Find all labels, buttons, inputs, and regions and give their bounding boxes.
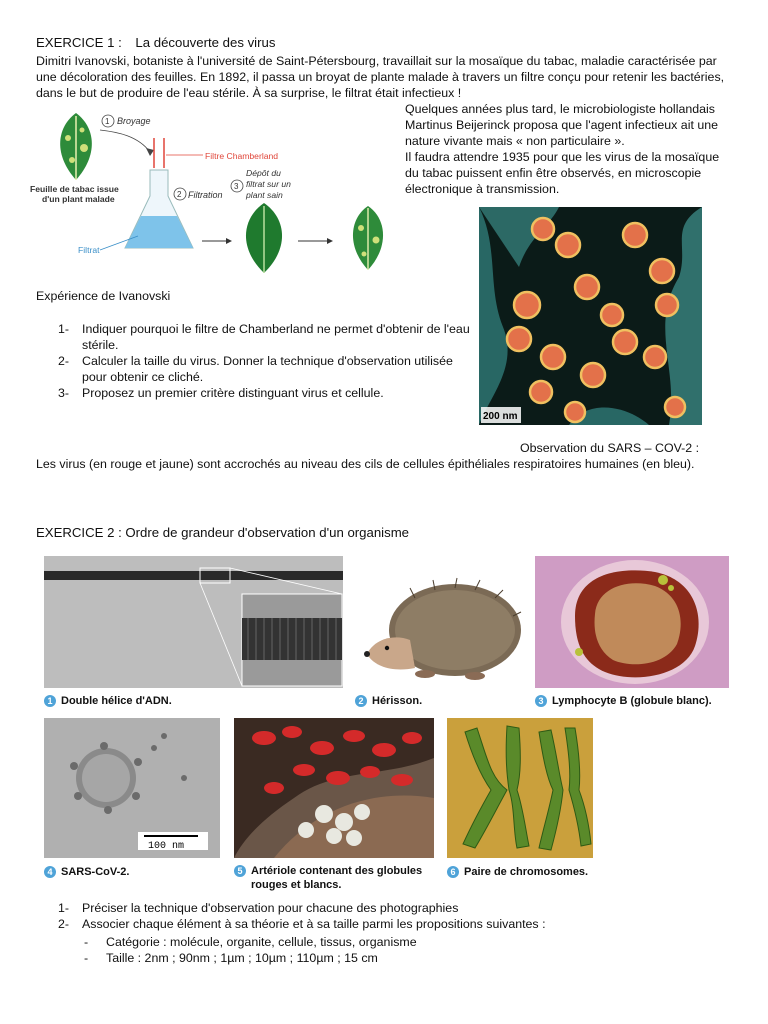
filtre-label: Filtre Chamberland: [205, 151, 278, 161]
arteriole-photo: [234, 718, 434, 858]
sars-scale-label: 100 nm: [148, 841, 184, 852]
ex1-right-text: Quelques années plus tard, le microbiolo…: [405, 102, 720, 196]
experience-caption: Expérience de Ivanovski: [36, 289, 171, 303]
feuille-label-2: d'un plant malade: [42, 194, 115, 204]
depot-label-2: filtrat sur un: [246, 179, 291, 189]
ex1-questions: 1-Indiquer pourquoi le filtre de Chamber…: [36, 321, 476, 401]
step1-num: 1: [105, 117, 110, 126]
ex1-intro: Dimitri Ivanovski, botaniste à l'univers…: [36, 54, 725, 100]
ex1-question: 2-Calculer la taille du virus. Donner la…: [58, 354, 453, 384]
ex2-sub-items: -Catégorie : molécule, organite, cellule…: [36, 934, 736, 966]
diseased-leaf-icon: [60, 113, 92, 180]
obs-caption: Observation du SARS – COV-2 :: [520, 441, 700, 455]
depot-label-3: plant sain: [245, 190, 283, 200]
ex2-question: 2-Associer chaque élément à sa théorie e…: [58, 917, 546, 931]
broyage-label: Broyage: [117, 116, 151, 126]
filtration-label: Filtration: [188, 190, 223, 200]
ex2-title: EXERCICE 2 : Ordre de grandeur d'observa…: [36, 525, 410, 540]
ex1-question: 1-Indiquer pourquoi le filtre de Chamber…: [58, 322, 470, 352]
hedgehog-photo: [355, 568, 525, 686]
obs-text: Les virus (en rouge et jaune) sont accro…: [36, 457, 695, 471]
flask-icon: [124, 169, 194, 249]
step3-num: 3: [234, 182, 239, 191]
healthy-leaf-icon: [245, 203, 283, 273]
badge-6: 6: [447, 866, 459, 879]
depot-label-1: Dépôt du: [246, 168, 281, 178]
dna-photo: [44, 556, 343, 688]
infected-leaf-icon: [352, 206, 384, 270]
badge-3: 3: [535, 695, 547, 708]
chromosomes-photo: [447, 718, 593, 858]
ex2-sub-item: -Taille : 2nm ; 90nm ; 1µm ; 10µm ; 110µ…: [84, 951, 378, 965]
sars-cov2-em-photo: 100 nm: [44, 718, 220, 858]
lymphocyte-photo: [535, 556, 729, 688]
ex2-questions: 1-Préciser la technique d'observation po…: [36, 900, 736, 932]
scale-bar-label: 200 nm: [483, 411, 518, 422]
badge-2: 2: [355, 695, 367, 708]
feuille-label-1: Feuille de tabac issue: [30, 184, 119, 194]
step2-num: 2: [177, 190, 182, 199]
ex1-question: 3-Proposez un premier critère distinguan…: [58, 386, 384, 400]
badge-1: 1: [44, 695, 56, 708]
ivanovski-diagram: Feuille de tabac issue d'un plant malade…: [30, 113, 384, 273]
ex1-title: EXERCICE 1 : La découverte des virus: [36, 35, 276, 50]
ex2-question: 1-Préciser la technique d'observation po…: [58, 901, 459, 915]
badge-5: 5: [234, 865, 246, 878]
filtrat-label: Filtrat: [78, 245, 100, 255]
badge-4: 4: [44, 866, 56, 879]
sars-cov2-micrograph: 200 nm: [479, 207, 702, 425]
ex2-sub-item: -Catégorie : molécule, organite, cellule…: [84, 935, 417, 949]
